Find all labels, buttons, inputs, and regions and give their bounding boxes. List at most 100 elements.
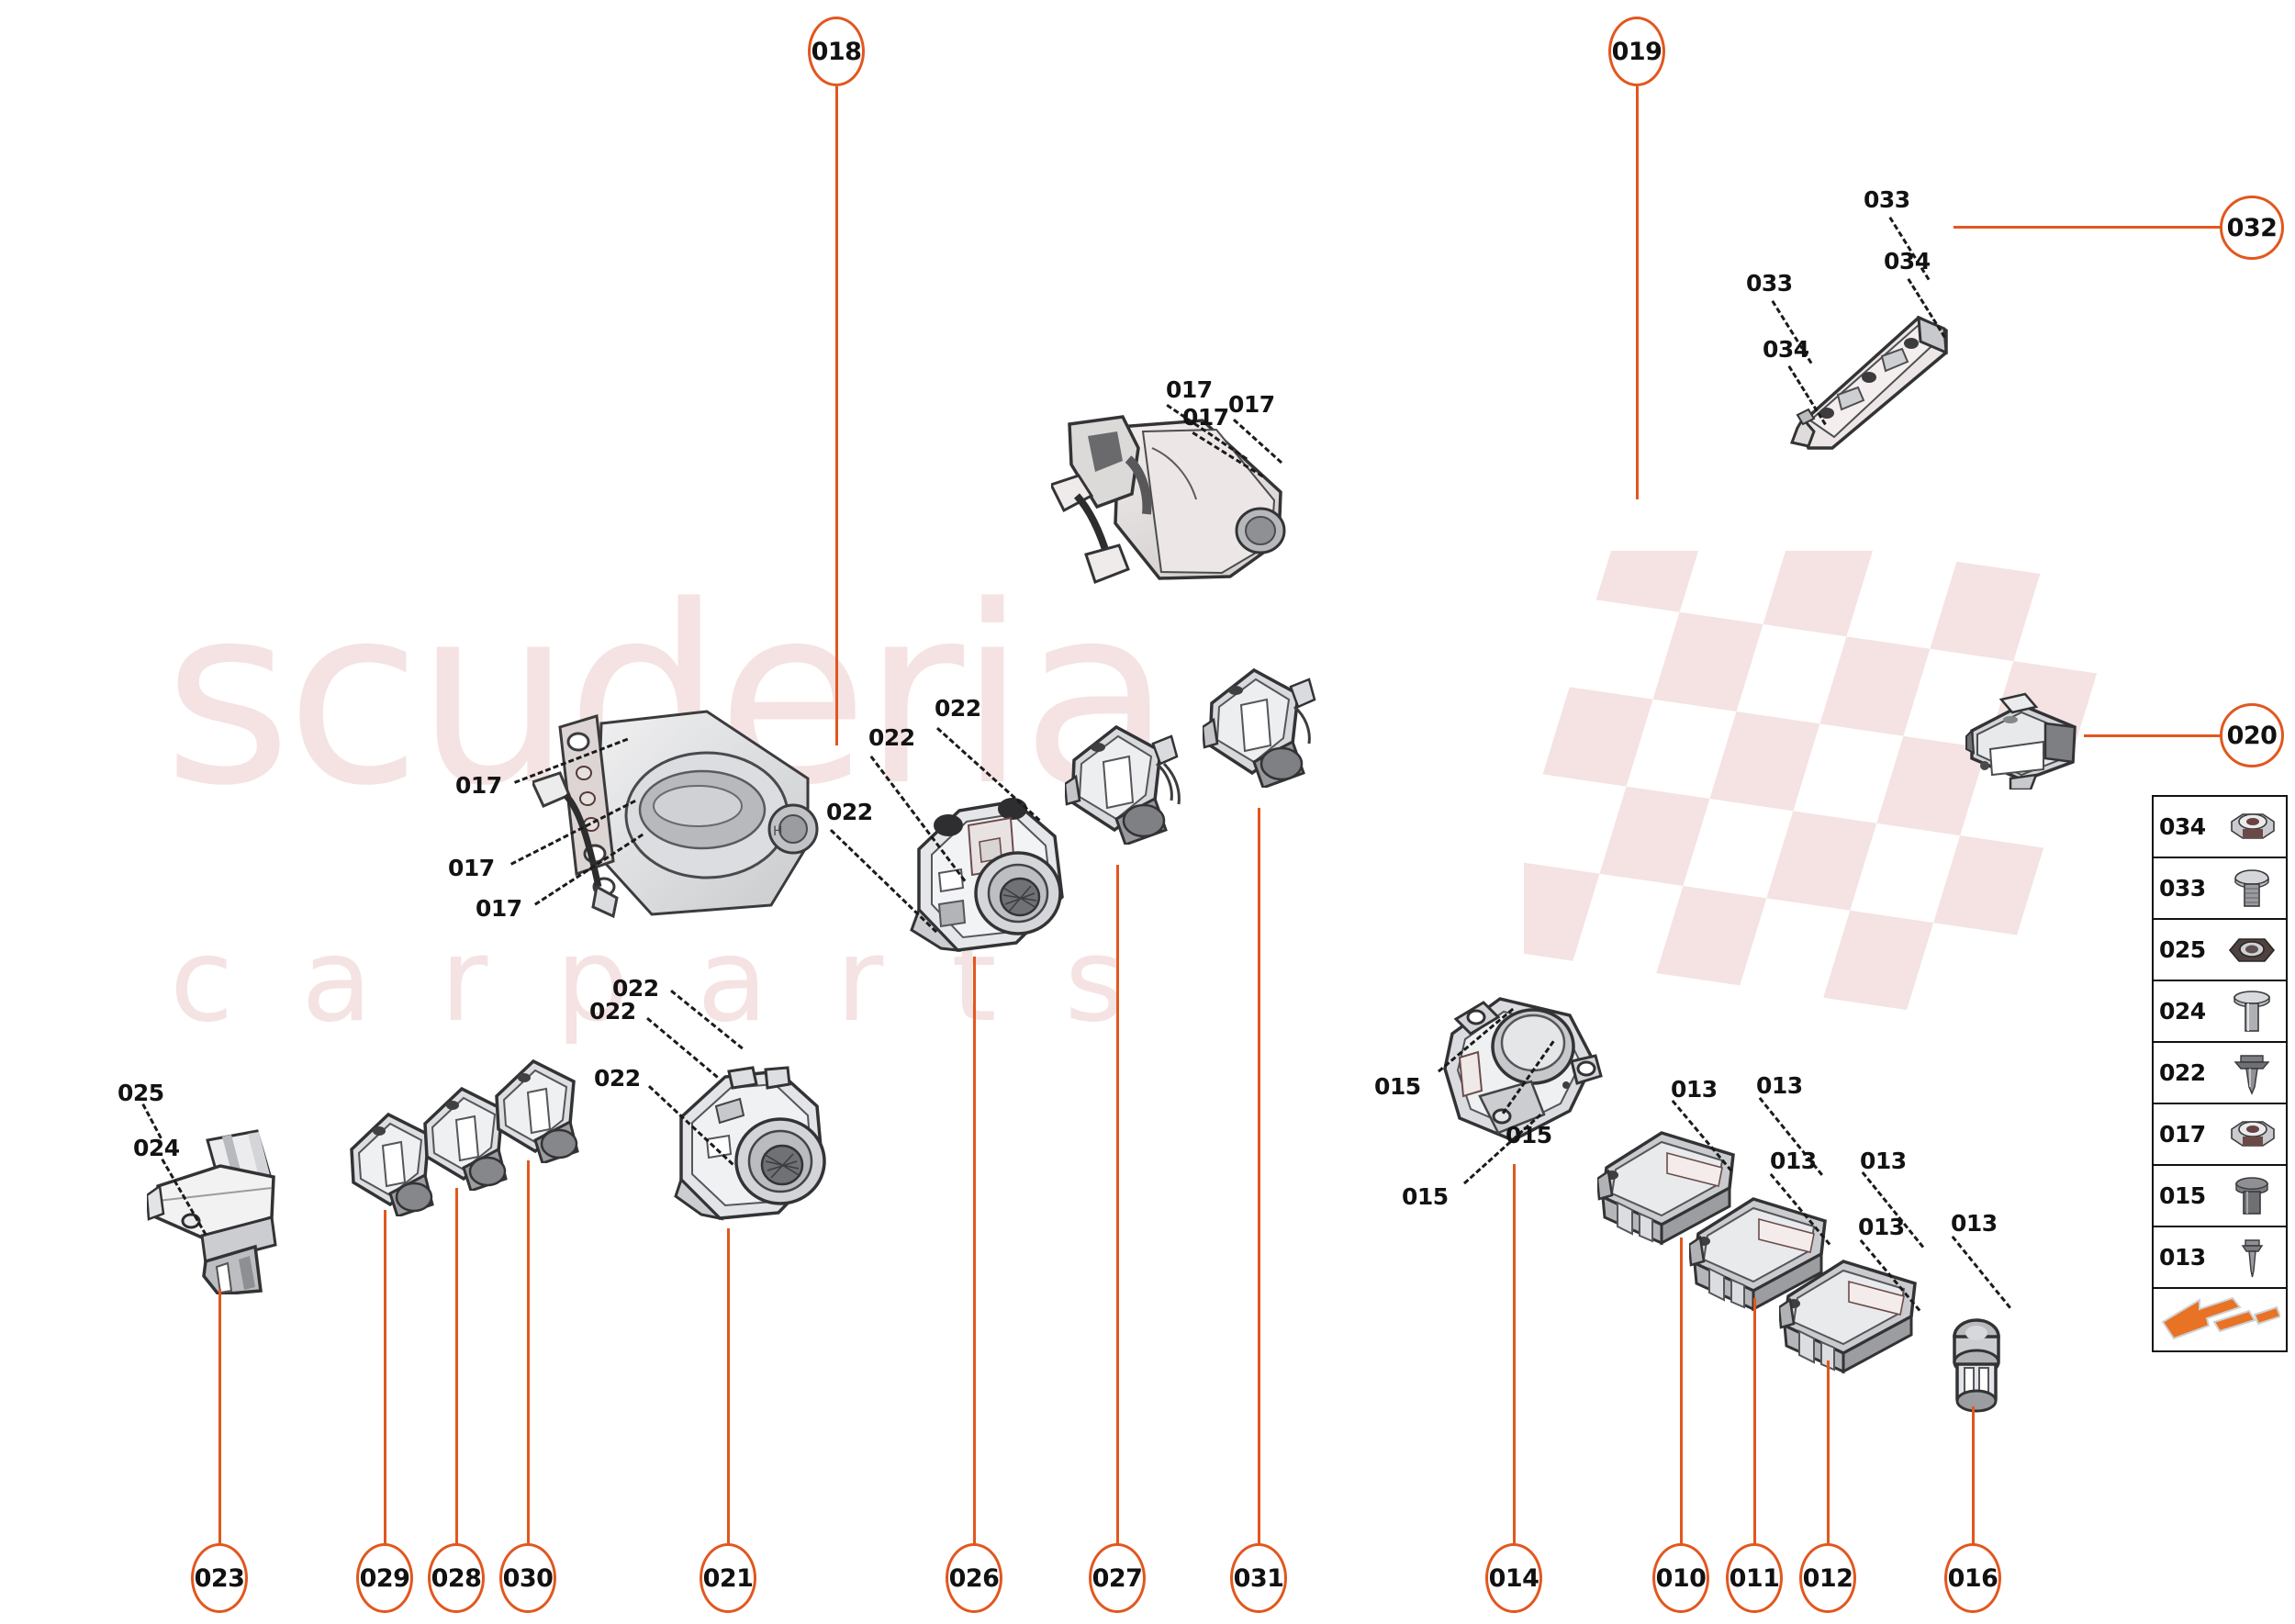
hardware-label-024: 024 [133, 1135, 180, 1161]
part-bracket-clip-b[interactable] [1689, 1184, 1836, 1313]
part-bulb-socket-small-a[interactable] [344, 1102, 445, 1216]
hardware-label-015-c: 015 [1402, 1183, 1449, 1210]
hardware-label-015-a: 015 [1374, 1073, 1421, 1100]
hardware-label-017-f: 017 [1228, 391, 1275, 418]
hardware-label-022-d: 022 [612, 975, 659, 1002]
callout-018[interactable]: 018 [808, 17, 865, 86]
legend-number-033: 033 [2159, 875, 2206, 902]
leader-line-016 [1972, 1406, 1975, 1544]
callout-011[interactable]: 011 [1726, 1543, 1783, 1613]
callout-021[interactable]: 021 [700, 1543, 756, 1613]
legend-number-015: 015 [2159, 1182, 2206, 1209]
flange-nut-icon [2223, 1104, 2280, 1164]
callout-029[interactable]: 029 [356, 1543, 413, 1613]
legend-number-024: 024 [2159, 998, 2206, 1025]
legend-row-033[interactable]: 033 [2154, 858, 2286, 920]
callout-012[interactable]: 012 [1799, 1543, 1856, 1613]
part-bulb-socket-small-c[interactable] [489, 1048, 590, 1163]
callout-010[interactable]: 010 [1652, 1543, 1709, 1613]
legend-row-015[interactable]: 015 [2154, 1166, 2286, 1227]
legend-row-arrow[interactable] [2154, 1289, 2286, 1350]
hardware-label-013-c: 013 [1770, 1148, 1817, 1174]
callout-030[interactable]: 030 [499, 1543, 556, 1613]
legend-row-022[interactable]: 022 [2154, 1043, 2286, 1104]
hardware-label-017-e: 017 [1182, 404, 1229, 431]
hardware-label-013-d: 013 [1860, 1148, 1907, 1174]
hardware-label-022-a: 022 [935, 695, 981, 722]
leader-line-010 [1680, 1238, 1683, 1544]
part-large-connector-housing[interactable] [147, 1129, 312, 1294]
push-pin-clip-icon [2223, 1043, 2280, 1103]
hardware-label-017-b: 017 [448, 855, 495, 881]
callout-026[interactable]: 026 [946, 1543, 1002, 1613]
part-control-module-connector[interactable] [1965, 689, 2084, 790]
legend-number-017: 017 [2159, 1121, 2206, 1148]
part-bracket-clip-a[interactable] [1597, 1118, 1744, 1247]
part-bulb-socket-small-b[interactable] [418, 1076, 519, 1191]
callout-014[interactable]: 014 [1485, 1543, 1542, 1613]
legend-number-022: 022 [2159, 1059, 2206, 1086]
svg-text:H: H [773, 824, 783, 839]
dash-022-d [670, 990, 744, 1050]
hardware-label-034-a: 034 [1884, 248, 1931, 274]
leader-line-031 [1258, 808, 1260, 1544]
callout-032[interactable]: 032 [2220, 196, 2284, 260]
small-pin-clip-icon [2223, 1227, 2280, 1287]
legend-row-013[interactable]: 013 [2154, 1227, 2286, 1289]
hardware-label-013-e: 013 [1858, 1214, 1905, 1240]
leader-line-019 [1636, 86, 1639, 499]
dash-013-f [1951, 1236, 2011, 1309]
leader-line-012 [1827, 1361, 1830, 1544]
part-bulb-holder-b[interactable] [1203, 659, 1322, 788]
hardware-label-022-c: 022 [826, 799, 873, 825]
leader-line-027 [1116, 865, 1119, 1544]
hardware-label-033-a: 033 [1864, 186, 1910, 213]
checkered-flag-graphic [1524, 551, 2098, 1010]
legend-row-034[interactable]: 034 [2154, 797, 2286, 858]
part-headlamp-motor-actuator-a[interactable] [661, 1051, 845, 1235]
hardware-label-033-b: 033 [1746, 270, 1793, 297]
leader-line-028 [455, 1188, 458, 1544]
hardware-label-013-b: 013 [1756, 1072, 1803, 1099]
hardware-label-013-f: 013 [1951, 1210, 1998, 1237]
callout-031[interactable]: 031 [1230, 1543, 1287, 1613]
part-bracket-clip-c[interactable] [1779, 1247, 1926, 1375]
legend-row-024[interactable]: 024 [2154, 981, 2286, 1043]
callout-020[interactable]: 020 [2220, 703, 2284, 767]
flange-nut-icon [2223, 797, 2280, 857]
part-fog-lamp-assembly[interactable] [1051, 404, 1308, 597]
legend-row-025[interactable]: 025 [2154, 920, 2286, 981]
legend-row-017[interactable]: 017 [2154, 1104, 2286, 1166]
hardware-label-017-d: 017 [1166, 376, 1213, 403]
part-bulb-socket-round[interactable] [1933, 1315, 2021, 1416]
hardware-label-017-a: 017 [455, 772, 502, 799]
flange-bolt-icon [2223, 858, 2280, 918]
hardware-label-017-c: 017 [476, 895, 522, 922]
short-bolt-icon [2223, 1166, 2280, 1226]
part-headlamp-motor-actuator-b[interactable] [904, 785, 1088, 964]
part-sensor-module[interactable] [1432, 982, 1606, 1157]
callout-019[interactable]: 019 [1608, 17, 1665, 86]
leader-line-030 [527, 1160, 530, 1544]
pin-rivet-icon [2223, 981, 2280, 1041]
leader-line-021 [727, 1228, 730, 1544]
callout-016[interactable]: 016 [1944, 1543, 2001, 1613]
orange-arrow-icon [2154, 1289, 2286, 1350]
leader-line-032 [1954, 226, 2222, 229]
leader-line-018 [835, 86, 838, 745]
leader-line-026 [973, 957, 976, 1544]
part-side-marker-strip[interactable] [1781, 308, 1965, 455]
part-headlamp-assembly[interactable]: H [532, 707, 835, 946]
callout-023[interactable]: 023 [191, 1543, 248, 1613]
legend-number-034: 034 [2159, 813, 2206, 840]
callout-027[interactable]: 027 [1089, 1543, 1146, 1613]
hex-nut-icon [2223, 920, 2280, 980]
hardware-label-015-b: 015 [1506, 1122, 1552, 1148]
callout-028[interactable]: 028 [428, 1543, 485, 1613]
leader-line-020 [2084, 734, 2222, 737]
legend-number-013: 013 [2159, 1244, 2206, 1271]
hardware-label-022-f: 022 [594, 1065, 641, 1092]
part-bulb-holder-a[interactable] [1065, 716, 1184, 845]
hardware-legend-panel: 034 033 [2152, 795, 2288, 1352]
